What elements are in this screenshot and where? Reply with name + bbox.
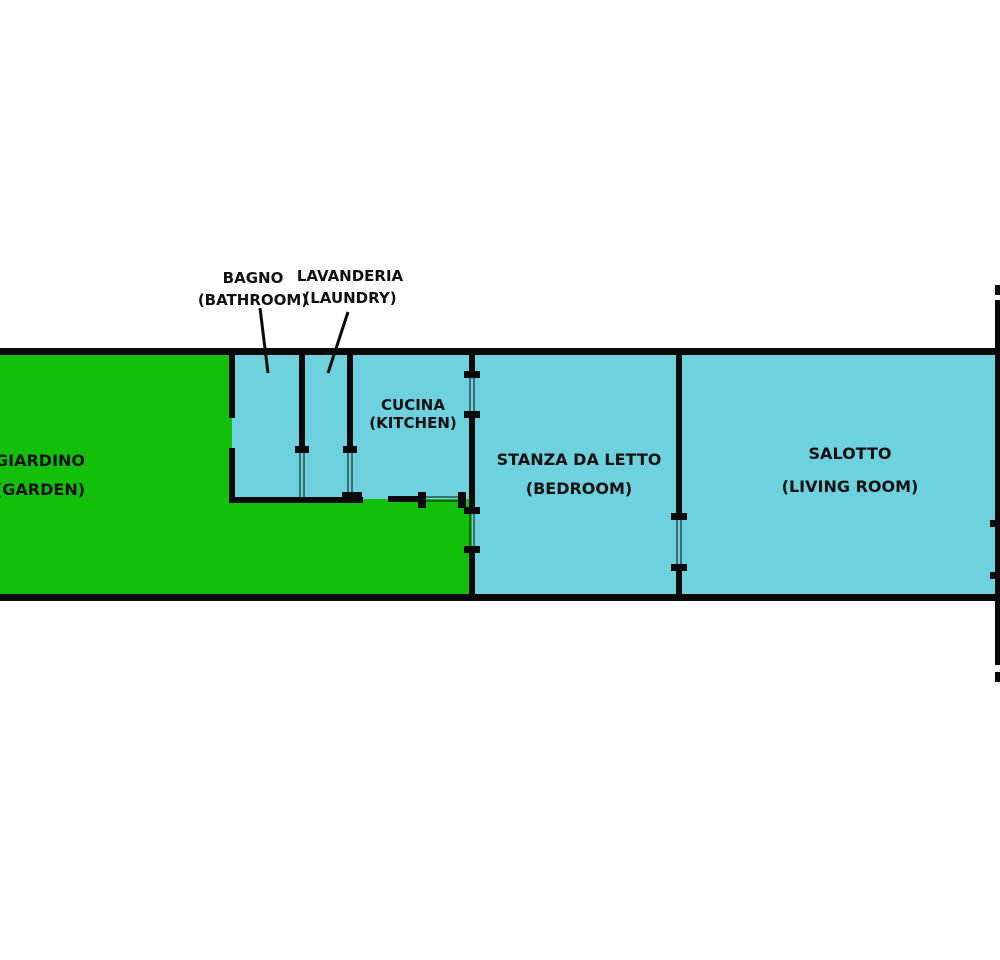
living-label: SALOTTO <box>809 444 892 463</box>
bedroom-translation: (BEDROOM) <box>526 479 632 498</box>
bedroom-area <box>472 352 679 597</box>
bathroom-label: BAGNO <box>223 269 284 287</box>
walls <box>0 285 1000 682</box>
bathroom-area <box>232 352 302 499</box>
garden-label: GIARDINO <box>0 451 85 470</box>
laundry-label: LAVANDERIA <box>297 267 404 285</box>
living-translation: (LIVING ROOM) <box>782 477 919 496</box>
door-jambs <box>295 371 1000 579</box>
bedroom-label: STANZA DA LETTO <box>497 450 662 469</box>
kitchen-label: CUCINA <box>381 396 445 414</box>
living-area <box>679 352 998 597</box>
laundry-area <box>302 352 350 499</box>
laundry-leader <box>326 311 350 374</box>
laundry-translation: (LAUNDRY) <box>303 289 396 307</box>
doors <box>299 378 997 572</box>
garden-translation: (GARDEN) <box>0 480 85 499</box>
bathroom-translation: (BATHROOM) <box>198 291 308 309</box>
bathroom-leader <box>258 307 270 374</box>
kitchen-area <box>350 352 472 499</box>
kitchen-translation: (KITCHEN) <box>369 414 457 432</box>
